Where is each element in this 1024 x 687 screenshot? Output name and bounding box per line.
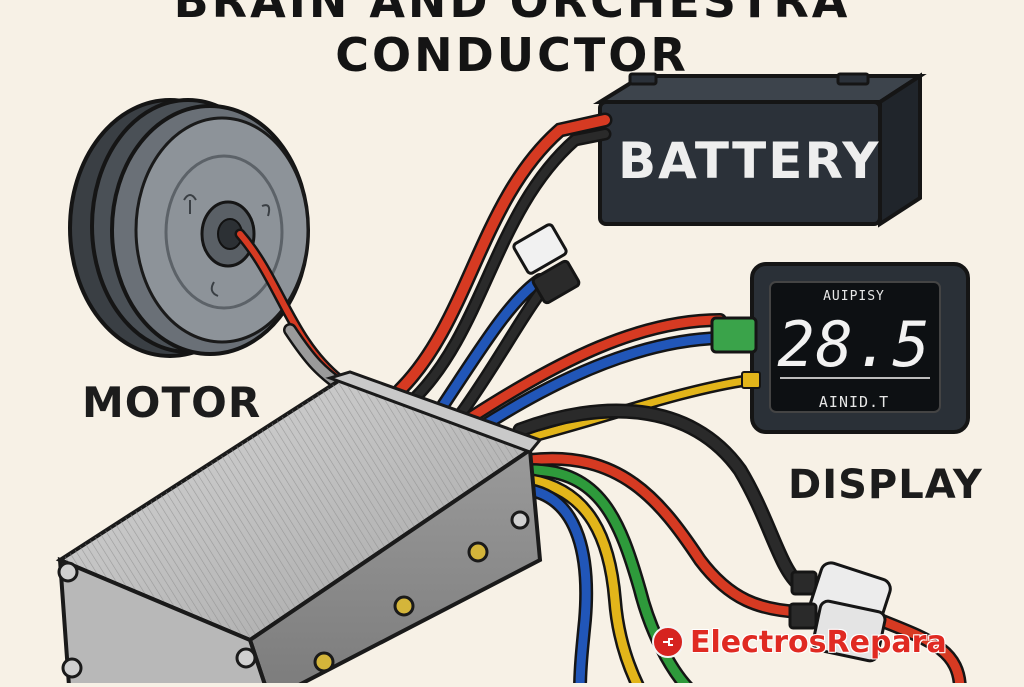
watermark: ElectrosRepara [652,622,947,662]
watermark-brand: ElectrosRepara [690,624,947,660]
display-unit [750,262,970,434]
diagram-title: BRAIN AND ORCHESTRA CONDUCTOR [173,0,851,82]
motor-label: MOTOR [82,378,262,427]
display-label: DISPLAY [788,462,983,508]
display-screen-bottom-text: AINID.T [818,393,890,411]
display-screen-top-text: AUIPISY [823,289,885,304]
wire-bundle [234,112,967,687]
plug-logo-icon [652,626,684,658]
display-screen-value: 28.5 [777,308,931,381]
controller [55,370,543,687]
battery-label: BATTERY [618,132,881,190]
battery [592,72,927,228]
motor [68,98,310,358]
connectors [512,223,892,663]
